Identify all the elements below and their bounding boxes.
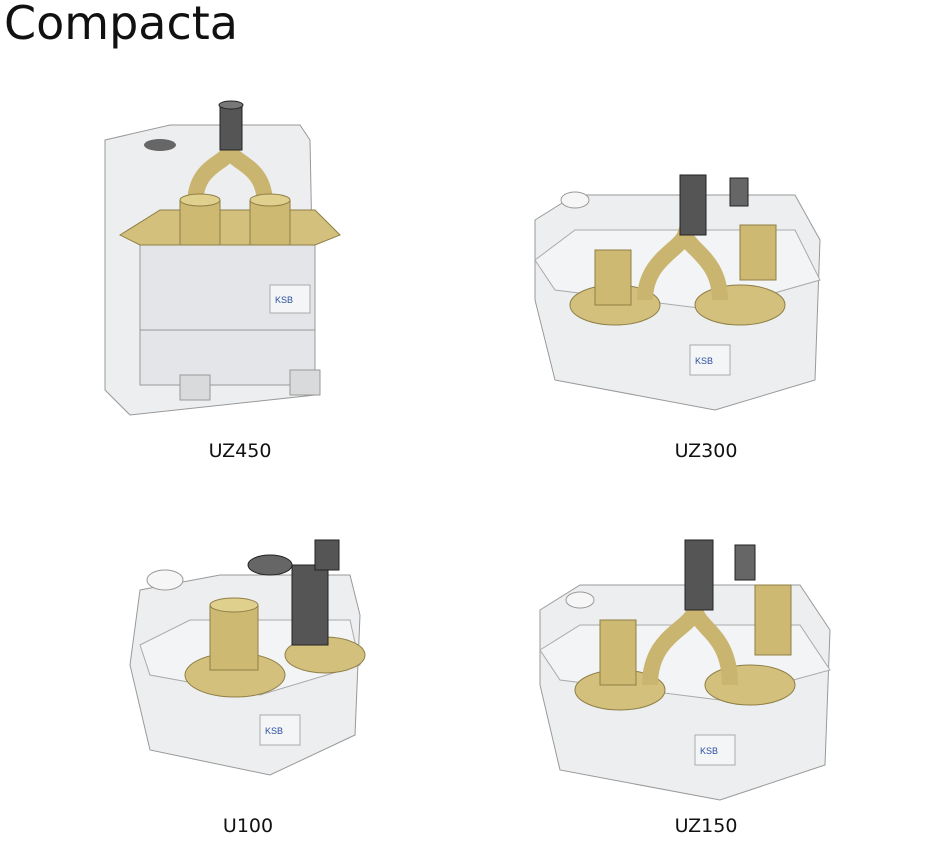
page-title: Compacta [4,0,238,50]
ksb-logo: KSB [265,726,283,736]
product-label-uz300: UZ300 [674,440,738,462]
product-label-uz150: UZ150 [674,815,738,837]
ksb-logo: KSB [700,746,718,756]
product-label-u100: U100 [222,815,274,837]
product-u100-image: KSB [100,535,370,800]
product-uz300-image: KSB [515,150,835,415]
product-uz450-image: KSB [100,95,350,425]
ksb-logo: KSB [275,295,293,305]
ksb-logo: KSB [695,356,713,366]
product-uz150-image: KSB [520,535,840,805]
product-label-uz450: UZ450 [208,440,272,462]
